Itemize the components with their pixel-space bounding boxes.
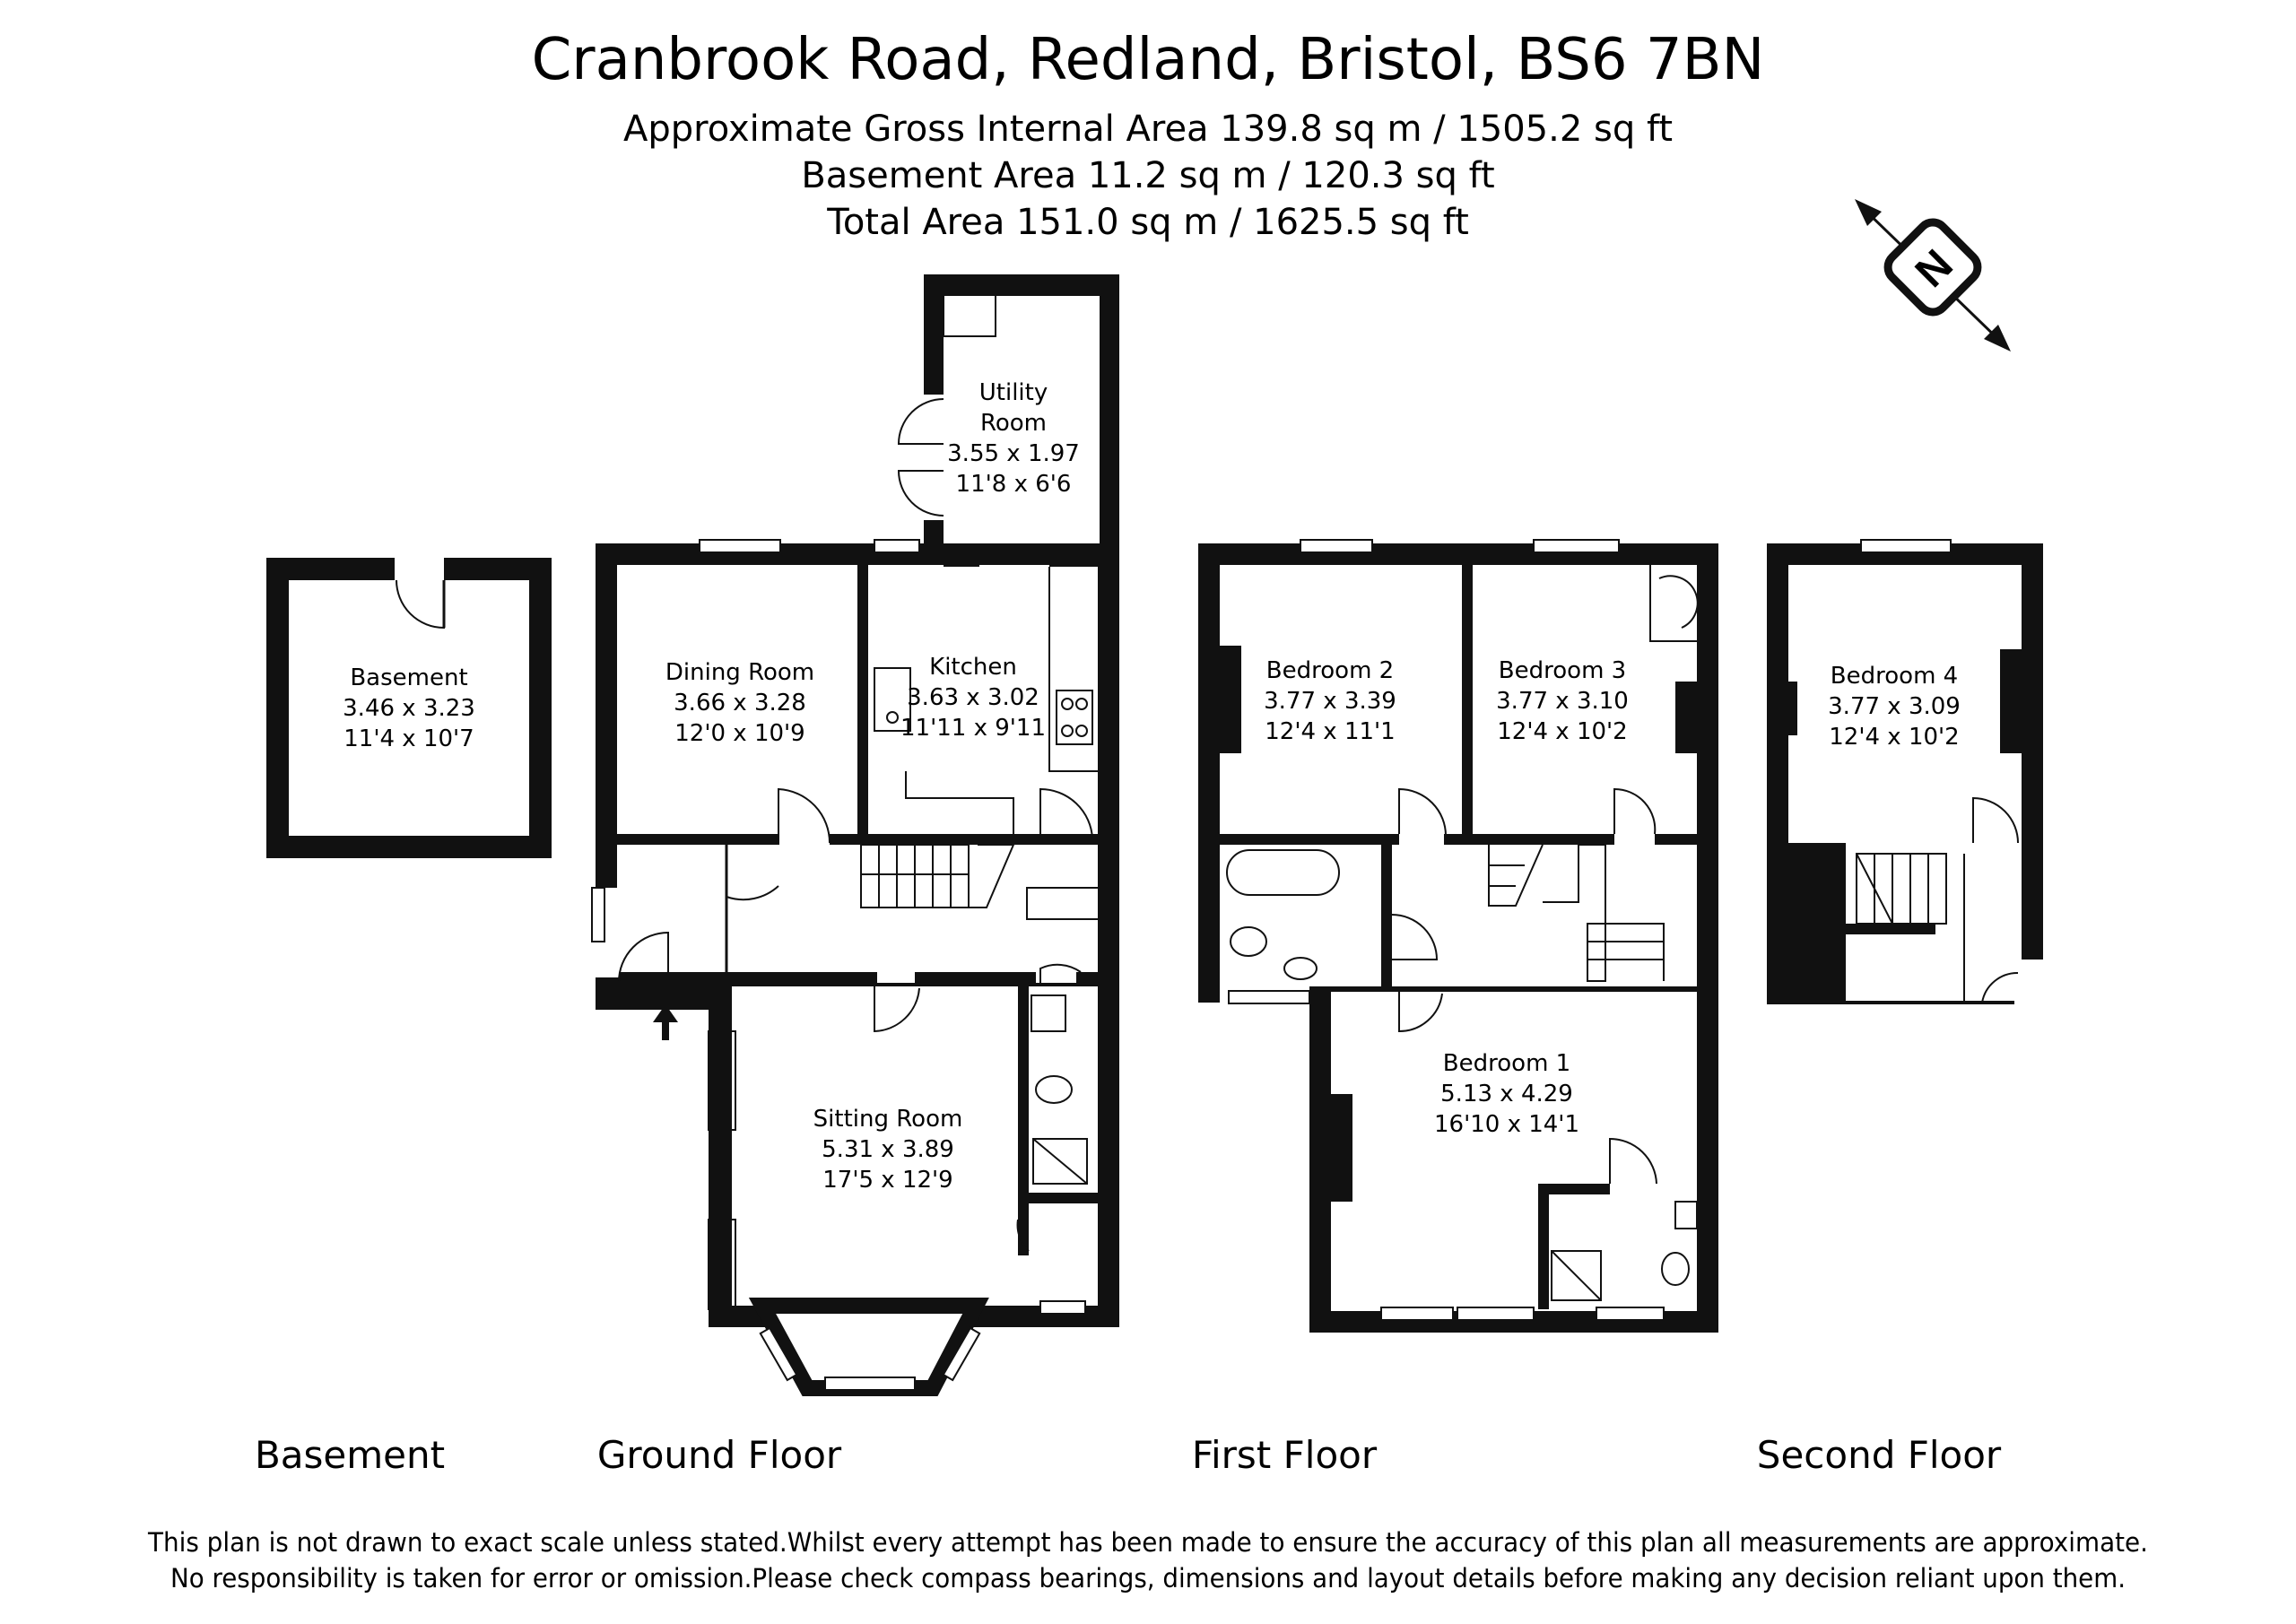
disclaimer-line-2: No responsibility is taken for error or … (170, 1563, 2126, 1594)
room-utility-name-1: Utility (979, 379, 1048, 406)
room-bedroom4-name: Bedroom 4 (1831, 663, 1958, 690)
floor-label-first: First Floor (1192, 1433, 1378, 1477)
floor-label-ground: Ground Floor (597, 1433, 842, 1477)
room-basement-imperial: 11'4 x 10'7 (344, 725, 474, 752)
ground-floor-plan (591, 274, 1119, 1396)
room-dining-name: Dining Room (665, 659, 814, 686)
room-bedroom2-imperial: 12'4 x 11'1 (1265, 718, 1395, 745)
room-bedroom3-metric: 3.77 x 3.10 (1496, 688, 1629, 715)
room-bedroom3-imperial: 12'4 x 10'2 (1497, 718, 1627, 745)
disclaimer-line-1: This plan is not drawn to exact scale un… (147, 1527, 2148, 1558)
room-kitchen-name: Kitchen (929, 654, 1017, 681)
floor-label-basement: Basement (255, 1433, 445, 1477)
room-bedroom4-imperial: 12'4 x 10'2 (1829, 724, 1959, 751)
property-address-title: Cranbrook Road, Redland, Bristol, BS6 7B… (532, 27, 1765, 93)
north-compass-icon: N (1855, 199, 2011, 352)
room-utility-metric: 3.55 x 1.97 (947, 440, 1080, 467)
room-bedroom3-name: Bedroom 3 (1499, 657, 1626, 684)
room-bedroom1-name: Bedroom 1 (1443, 1050, 1570, 1077)
room-bedroom2-name: Bedroom 2 (1266, 657, 1394, 684)
room-utility-imperial: 11'8 x 6'6 (956, 471, 1072, 498)
room-bedroom4-metric: 3.77 x 3.09 (1828, 693, 1961, 720)
room-utility-name-2: Room (980, 410, 1047, 437)
room-dining-imperial: 12'0 x 10'9 (674, 720, 804, 747)
room-bedroom1-imperial: 16'10 x 14'1 (1434, 1111, 1579, 1138)
room-bedroom2-metric: 3.77 x 3.39 (1264, 688, 1396, 715)
room-sitting-metric: 5.31 x 3.89 (822, 1136, 954, 1163)
basement-area: Basement Area 11.2 sq m / 120.3 sq ft (801, 155, 1494, 196)
room-basement-metric: 3.46 x 3.23 (343, 695, 475, 722)
room-kitchen-metric: 3.63 x 3.02 (907, 684, 1039, 711)
first-floor-plan (1198, 539, 1718, 1333)
room-bedroom1-metric: 5.13 x 4.29 (1440, 1081, 1573, 1107)
total-area: Total Area 151.0 sq m / 1625.5 sq ft (826, 202, 1469, 243)
second-floor-plan (1767, 539, 2047, 1004)
room-kitchen-imperial: 11'11 x 9'11 (900, 715, 1046, 742)
basement-plan (266, 556, 552, 858)
room-sitting-imperial: 17'5 x 12'9 (822, 1167, 952, 1194)
gross-internal-area: Approximate Gross Internal Area 139.8 sq… (623, 109, 1673, 150)
floor-label-second: Second Floor (1757, 1433, 2002, 1477)
room-sitting-name: Sitting Room (813, 1106, 963, 1133)
room-basement-name: Basement (350, 664, 467, 691)
room-dining-metric: 3.66 x 3.28 (674, 690, 806, 716)
